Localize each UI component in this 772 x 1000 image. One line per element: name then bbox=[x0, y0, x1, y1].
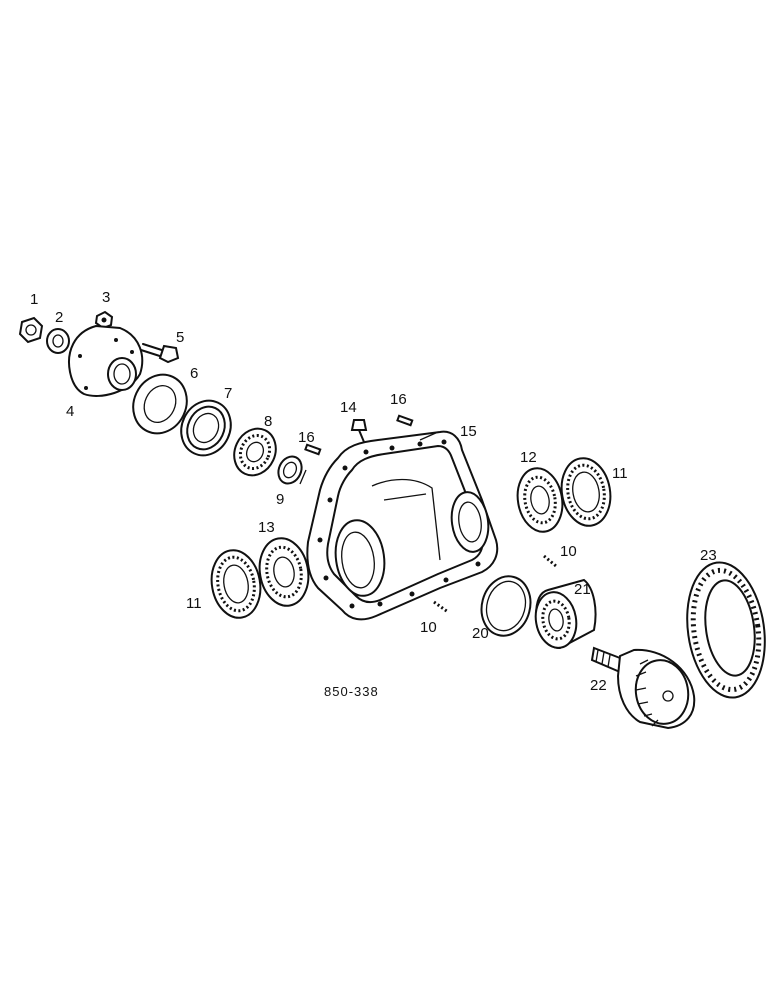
callout-9: 9 bbox=[276, 491, 284, 508]
part-bearing-cup-left bbox=[210, 549, 262, 619]
callout-16-top: 16 bbox=[390, 391, 407, 408]
part-bolt bbox=[140, 343, 180, 364]
callout-3: 3 bbox=[102, 289, 110, 306]
callout-12: 12 bbox=[520, 449, 537, 466]
part-stud bbox=[350, 419, 368, 443]
callout-11-right: 11 bbox=[612, 465, 628, 482]
callout-22: 22 bbox=[590, 677, 607, 694]
part-small-nut bbox=[94, 310, 114, 330]
part-dowel-pin-left bbox=[304, 443, 322, 456]
part-bearing-left bbox=[258, 537, 310, 607]
part-pinion-bearing bbox=[534, 578, 597, 650]
callout-8: 8 bbox=[264, 413, 272, 430]
part-pin-right-upper bbox=[543, 554, 557, 568]
callout-6: 6 bbox=[190, 365, 198, 382]
callout-2: 2 bbox=[55, 309, 63, 326]
part-dowel-pin-top bbox=[396, 414, 414, 427]
part-spacer bbox=[277, 455, 303, 485]
leader-lines bbox=[299, 431, 439, 485]
callout-4: 4 bbox=[66, 403, 74, 420]
callout-15: 15 bbox=[460, 423, 477, 440]
part-bearing-right bbox=[516, 467, 564, 533]
callout-23: 23 bbox=[700, 547, 717, 564]
callout-5: 5 bbox=[176, 329, 184, 346]
callout-14: 14 bbox=[340, 399, 357, 416]
callout-10-upper: 10 bbox=[560, 543, 577, 560]
part-bearing-front bbox=[233, 427, 277, 477]
callout-1: 1 bbox=[30, 291, 38, 308]
part-oil-seal bbox=[180, 399, 232, 457]
callout-labels: 1 2 3 4 5 6 7 8 9 10 10 11 11 12 13 14 1… bbox=[30, 289, 717, 694]
part-flange bbox=[68, 324, 144, 397]
figure-code: 850-338 bbox=[324, 684, 379, 699]
callout-10-lower: 10 bbox=[420, 619, 437, 636]
part-washer bbox=[46, 328, 70, 354]
part-shim bbox=[480, 575, 532, 637]
part-nut bbox=[18, 316, 44, 344]
callout-7: 7 bbox=[224, 385, 232, 402]
callout-16-left: 16 bbox=[298, 429, 315, 446]
callout-13: 13 bbox=[258, 519, 275, 536]
part-seal bbox=[132, 373, 188, 435]
callout-21: 21 bbox=[574, 581, 591, 598]
callout-11-left: 11 bbox=[186, 595, 202, 612]
part-housing bbox=[306, 430, 499, 621]
part-pin-right-lower bbox=[433, 600, 449, 614]
callout-20: 20 bbox=[472, 625, 489, 642]
part-bearing-cup-right bbox=[560, 457, 612, 527]
part-pinion-gear bbox=[590, 646, 696, 730]
part-ring-gear bbox=[686, 561, 766, 699]
